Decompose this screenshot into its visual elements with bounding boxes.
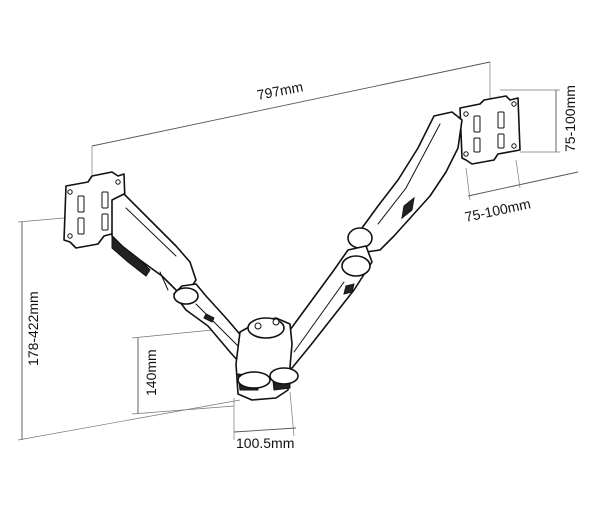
plate-height-label: 140mm	[143, 349, 159, 396]
vesa-vertical-label: 75-100mm	[562, 85, 578, 152]
wall-mount-plate	[235, 317, 299, 401]
right-upper-arm	[347, 111, 463, 253]
vesa-horizontal-dimension-line	[467, 171, 579, 197]
vesa-horizontal-ext-left	[465, 167, 471, 201]
width-dimension-line	[91, 61, 491, 147]
plate-width-dimension-line	[233, 427, 297, 433]
height-ext-top	[17, 217, 65, 223]
vesa-horizontal-ext-right	[515, 159, 521, 189]
width-label: 797mm	[256, 78, 305, 103]
plate-width-label: 100.5mm	[236, 435, 294, 451]
height-range-label: 178-422mm	[25, 291, 41, 366]
height-ext-bottom	[17, 399, 241, 441]
plate-width-ext-right	[289, 391, 295, 437]
right-vesa-plate	[459, 95, 521, 165]
left-upper-arm	[111, 193, 197, 293]
plate-height-ext-bottom	[131, 405, 235, 415]
vesa-horizontal-label: 75-100mm	[463, 195, 532, 225]
right-lower-arm	[273, 245, 373, 371]
